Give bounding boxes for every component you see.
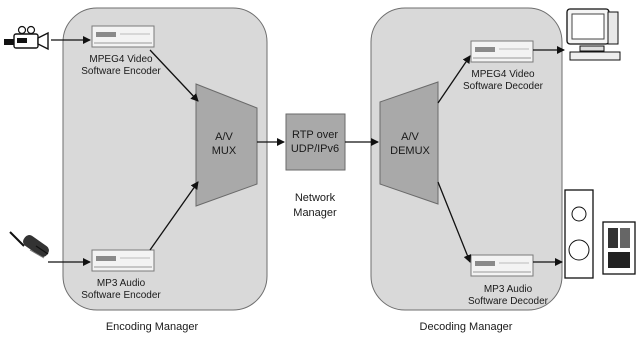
arrow-demux-to-audio-decoder: [437, 181, 472, 263]
audio-encoder-label-line1: MP3 Audio: [97, 278, 146, 289]
decoding-manager-panel: [370, 7, 563, 311]
encoding-manager-panel: [62, 7, 268, 311]
mux-label-line2: MUX: [212, 145, 237, 157]
video-decoder-label-line2: Software Decoder: [463, 81, 544, 92]
arrow-video-encoder-to-mux: [149, 49, 199, 102]
demux-label-line2: DEMUX: [390, 145, 430, 157]
arrow-demux-to-video-decoder: [437, 55, 471, 104]
network-manager-label-line2: Manager: [293, 207, 337, 219]
video-encoder-label-line1: MPEG4 Video: [89, 54, 153, 65]
rtp-network-box: [285, 113, 346, 171]
encoding-manager-label: Encoding Manager: [106, 321, 199, 333]
audio-encoder-device-icon: [91, 249, 155, 272]
monitor-icon: [566, 8, 621, 61]
audio-decoder-label-line2: Software Decoder: [468, 296, 549, 307]
speakers-icon: [564, 189, 636, 279]
mux-label-line1: A/V: [215, 131, 233, 143]
audio-decoder-label-line1: MP3 Audio: [484, 284, 533, 295]
network-box-label-line2: UDP/IPv6: [291, 143, 339, 155]
decoding-manager-label: Decoding Manager: [420, 321, 513, 333]
audio-encoder-label-line2: Software Encoder: [81, 290, 161, 301]
microphone-icon: [9, 231, 49, 259]
audio-decoder-device-icon: [470, 254, 534, 277]
video-encoder-label-line2: Software Encoder: [81, 66, 161, 77]
network-box-label-line1: RTP over: [292, 129, 338, 141]
video-decoder-device-icon: [470, 40, 534, 63]
av-mux-block: [195, 83, 258, 207]
demux-label-line1: A/V: [401, 131, 419, 143]
video-decoder-label-line1: MPEG4 Video: [471, 69, 535, 80]
av-demux-block: [379, 81, 439, 205]
video-camera-icon: [4, 25, 49, 51]
flow-arrows: [48, 36, 565, 266]
arrow-audio-encoder-to-mux: [149, 181, 199, 251]
video-encoder-device-icon: [91, 25, 155, 48]
network-manager-label-line1: Network: [295, 192, 336, 204]
